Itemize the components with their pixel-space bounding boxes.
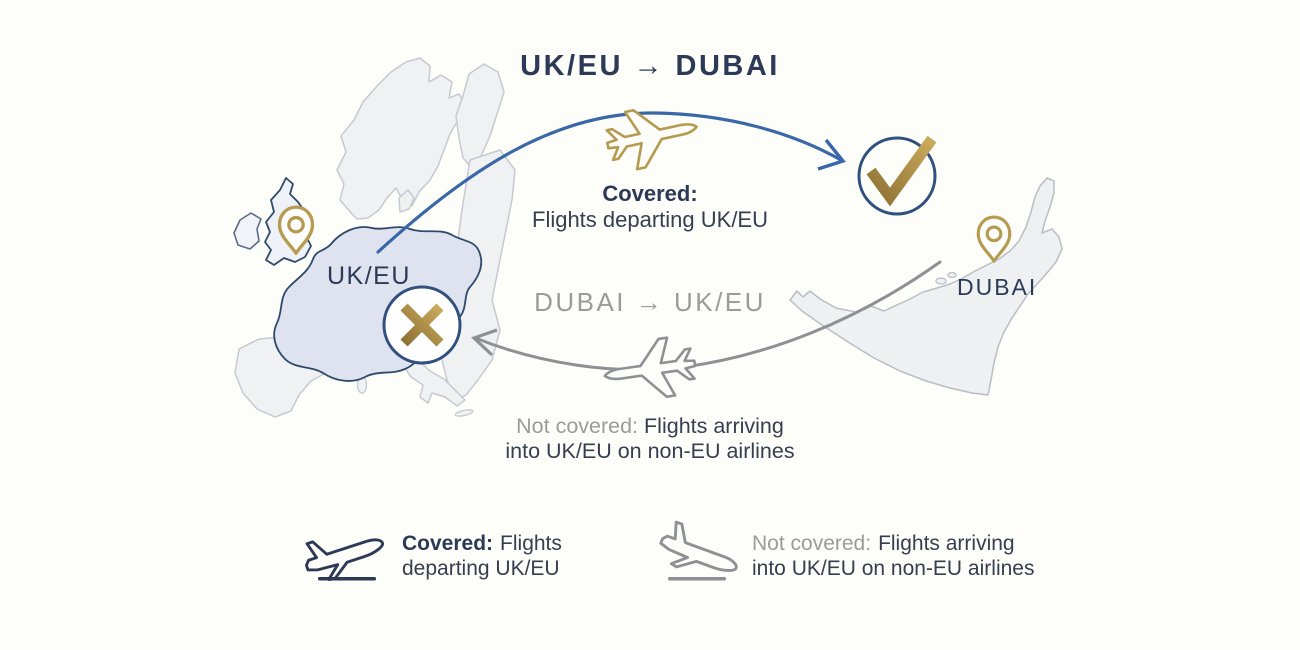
legend-covered-label: Covered: <box>402 532 494 555</box>
not-covered-route-heading: DUBAI → UK/EU <box>534 287 766 317</box>
uae-shape <box>789 177 1063 396</box>
not-covered-caption: Not covered:Flights arriving into UK/EU … <box>0 414 1300 464</box>
uae-map <box>789 177 1063 396</box>
plane-takeoff-icon <box>305 538 384 581</box>
covered-caption: Covered: Flights departing UK/EU <box>0 181 1300 233</box>
plane-gray-icon <box>603 336 697 398</box>
europe-map <box>233 57 516 418</box>
covered-route-heading: UK/EU → DUBAI <box>520 50 780 82</box>
europe-map-label: UK/EU <box>327 262 411 290</box>
legend-not-covered-line2: into UK/EU on non-EU airlines <box>752 557 1035 580</box>
not-covered-description-line1: Flights arriving <box>644 414 784 438</box>
uae-island-shape <box>935 277 947 285</box>
covered-description: Flights departing UK/EU <box>532 207 768 232</box>
covered-route-arrowhead <box>817 138 846 171</box>
covered-label: Covered: <box>602 181 698 206</box>
plane-gold-icon <box>605 108 698 171</box>
not-covered-runway-line <box>668 577 726 581</box>
cross-circle-icon <box>382 285 462 365</box>
denmark-shape <box>398 189 415 213</box>
covered-runway-line <box>318 577 376 581</box>
dubai-map-label: DUBAI <box>957 274 1038 300</box>
not-covered-label: Not covered: <box>516 414 639 438</box>
legend-not-covered-line1: Flights arriving <box>878 532 1015 555</box>
legend-not-covered-label: Not covered: <box>752 532 872 555</box>
legend-covered-line2: departing UK/EU <box>402 557 560 580</box>
legend-item-covered: Covered: Flights departing UK/EU <box>402 531 562 581</box>
crete-shape <box>454 409 474 417</box>
legend-covered-line1: Flights <box>500 532 562 555</box>
ireland-shape <box>233 212 262 250</box>
not-covered-description-line2: into UK/EU on non-EU airlines <box>505 439 795 463</box>
uae-island-shape <box>947 271 957 279</box>
plane-landing-icon <box>659 520 738 581</box>
checkmark-circle-icon <box>857 135 937 216</box>
uk-location-pin-icon <box>277 205 315 255</box>
not-covered-route-arrowhead <box>470 328 498 357</box>
dubai-location-pin-icon <box>976 215 1012 263</box>
legend-item-not-covered: Not covered: Flights arriving into UK/EU … <box>752 531 1034 581</box>
scandinavia-shape <box>336 57 466 220</box>
